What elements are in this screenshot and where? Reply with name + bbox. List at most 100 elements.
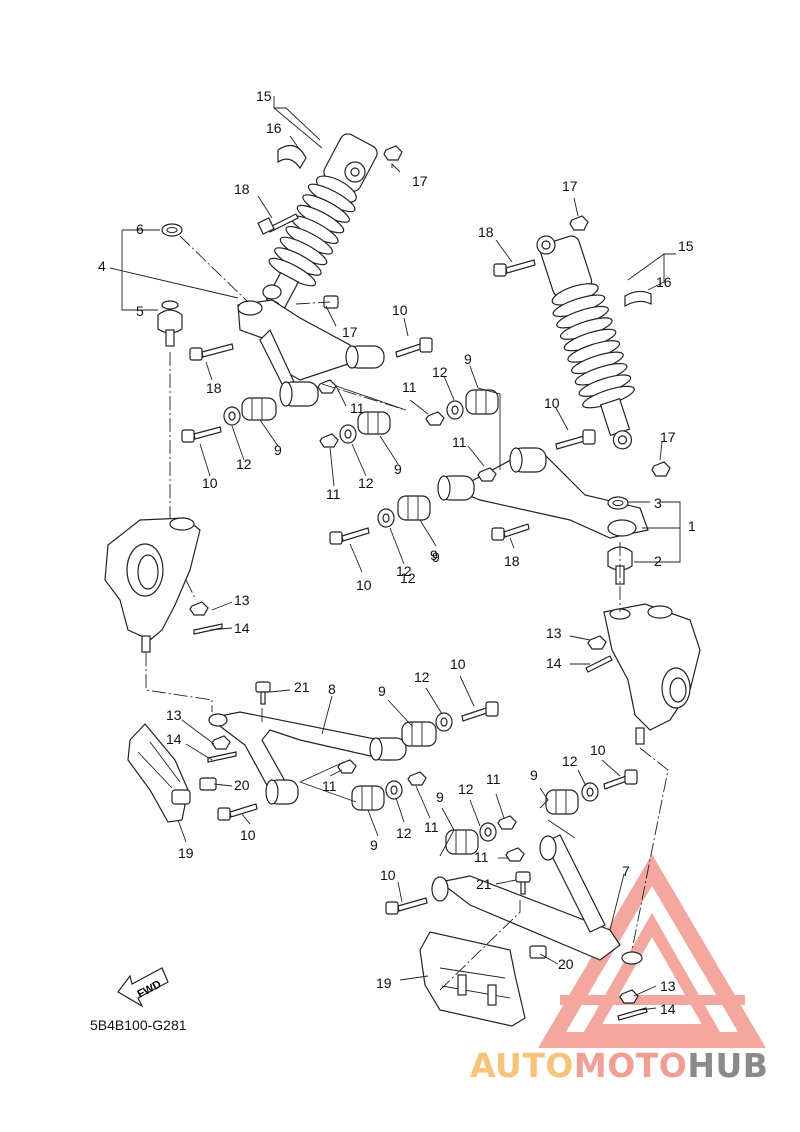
callout-c12c: 12 xyxy=(432,364,448,380)
callout-c17c: 17 xyxy=(562,178,578,194)
bushing-9-i xyxy=(545,789,579,815)
callout-c18b: 18 xyxy=(206,380,222,396)
washer-12-i xyxy=(581,782,599,802)
nut-11-b xyxy=(319,433,339,448)
callout-c10h: 10 xyxy=(380,867,396,883)
callout-c14b: 14 xyxy=(546,655,562,671)
right-steering-knuckle xyxy=(603,603,701,745)
callout-c5: 5 xyxy=(136,303,144,319)
callout-c13b: 13 xyxy=(546,625,562,641)
bushing-9-f xyxy=(401,721,437,747)
callout-c12i: 12 xyxy=(562,753,578,769)
guard-19-left xyxy=(127,723,191,823)
nut-11-e xyxy=(337,759,357,774)
nut-13-right-arm xyxy=(619,989,639,1004)
bushing-9-d xyxy=(397,495,431,521)
callout-c8: 8 xyxy=(328,681,336,697)
callout-c4: 4 xyxy=(98,258,106,274)
callout-c20b: 20 xyxy=(558,956,574,972)
callout-c17a: 17 xyxy=(412,173,428,189)
nut-13-left-knuckle xyxy=(189,601,209,616)
callout-c10e: 10 xyxy=(450,656,466,672)
callout-c14c: 14 xyxy=(166,731,182,747)
right-lower-arm xyxy=(431,834,643,965)
washer-12-c xyxy=(446,400,464,420)
callout-c18a: 18 xyxy=(234,181,250,197)
nut-11-f xyxy=(407,771,427,786)
cotter-pin-14-left-arm xyxy=(207,751,237,763)
callout-c11f: 11 xyxy=(424,819,439,835)
washer-12-d xyxy=(377,508,395,528)
bolt-18-left-top xyxy=(257,213,299,235)
callout-c12a: 12 xyxy=(236,456,252,472)
cotter-pin-14-right-arm xyxy=(617,1007,648,1021)
callout-c13c: 13 xyxy=(166,707,182,723)
nut-11-a xyxy=(317,379,337,394)
callout-c20a: 20 xyxy=(234,777,250,793)
bolt-21-a xyxy=(255,681,271,705)
callout-c9g: 9 xyxy=(370,837,378,853)
callout-c14a: 14 xyxy=(234,620,250,636)
left-steering-knuckle xyxy=(104,517,201,653)
watermark-part-auto: AUTO xyxy=(470,1046,574,1085)
callout-c13a: 13 xyxy=(234,592,250,608)
nut-11-h xyxy=(505,847,525,862)
clip-20-a xyxy=(199,777,217,791)
bolt-10-c xyxy=(555,429,596,450)
callout-c10f: 10 xyxy=(240,827,256,843)
callout-c12e: 12 xyxy=(396,563,412,579)
nut-17-right-mid xyxy=(651,461,671,477)
bushing-9-c xyxy=(465,389,499,415)
callout-c13d: 13 xyxy=(660,978,676,994)
callout-c21b: 21 xyxy=(476,876,492,892)
bushing-9-a xyxy=(241,397,277,421)
washer-12-f xyxy=(435,712,453,732)
bolt-18-right-mid xyxy=(491,523,530,541)
callout-c6: 6 xyxy=(136,221,144,237)
bushing-9-h xyxy=(445,829,479,855)
bolt-18-right-top xyxy=(493,259,536,277)
bolt-10-f xyxy=(217,803,258,821)
washer-12-h xyxy=(479,822,497,842)
fwd-arrow-icon: FWD xyxy=(117,967,169,1008)
callout-c11d: 11 xyxy=(452,434,467,450)
callout-c9c: 9 xyxy=(464,351,472,367)
callout-c9b: 9 xyxy=(394,461,402,477)
callout-c11c: 11 xyxy=(402,379,417,395)
watermark-part-moto: MOTO xyxy=(573,1046,688,1085)
callout-c10b: 10 xyxy=(202,475,218,491)
callout-c17d: 17 xyxy=(660,429,676,445)
callout-c16a: 16 xyxy=(266,120,282,136)
left-lower-arm xyxy=(208,711,407,805)
callout-c12h: 12 xyxy=(458,781,474,797)
cotter-pin-14-right-knuckle xyxy=(585,655,613,673)
callout-c15a: 15 xyxy=(256,88,272,104)
callout-c11e: 11 xyxy=(322,778,337,794)
leader-lines xyxy=(109,96,681,1011)
callout-c18d: 18 xyxy=(504,553,520,569)
bolt-10-b xyxy=(181,426,222,443)
callout-c10d: 10 xyxy=(356,577,372,593)
callout-c12d: 12 xyxy=(400,570,416,586)
callout-c19a: 19 xyxy=(178,845,194,861)
callout-c9i: 9 xyxy=(530,767,538,783)
bushing-9-g xyxy=(351,785,385,811)
nut-13-right-knuckle xyxy=(587,635,607,650)
callout-c19b: 19 xyxy=(376,975,392,991)
nut-13-left-arm xyxy=(211,735,231,750)
washer-12-g xyxy=(385,780,403,800)
callout-c14d: 14 xyxy=(660,1001,676,1017)
callout-c11g: 11 xyxy=(486,771,501,787)
right-upper-arm xyxy=(437,447,649,539)
watermark-part-hub: HUB xyxy=(687,1046,769,1085)
callout-c7: 7 xyxy=(622,863,630,879)
nut-11-d xyxy=(477,467,497,482)
bolt-10-g xyxy=(603,769,638,790)
bolt-21-b xyxy=(515,871,531,895)
callout-c2: 2 xyxy=(654,553,662,569)
callout-c1: 1 xyxy=(688,518,696,534)
callout-c10c: 10 xyxy=(544,395,560,411)
callout-c9e: 9 xyxy=(430,547,438,563)
callout-c11h: 11 xyxy=(474,849,489,865)
